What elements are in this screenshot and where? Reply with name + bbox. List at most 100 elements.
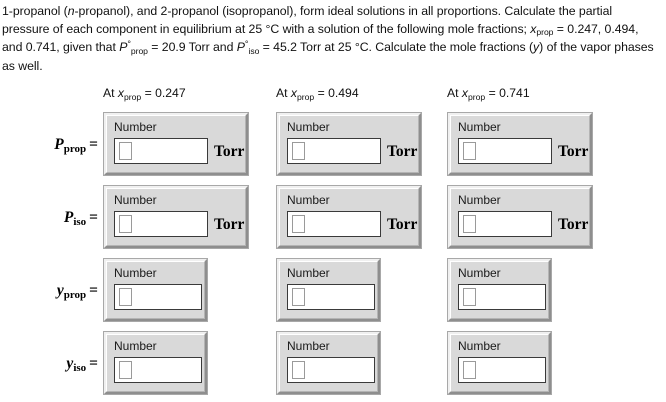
field-group-bevel: Number [450,261,549,319]
field-group-r3-c0: Number [104,332,207,394]
field-group-bevel: Number [106,261,205,319]
text-cursor-icon [119,288,132,306]
field-type-label: Number [287,339,330,353]
problem-text-part: = 45.2 Torr at 25 °C. Calculate the mole… [259,40,534,55]
row-label-p-iso: Piso= [0,209,98,229]
problem-text-part: = 0.247, 0.494, and 0.741, given that [2,21,639,55]
column-header-prefix: At [447,86,462,100]
text-cursor-icon [292,215,305,233]
field-type-label: Number [114,193,157,207]
field-group-bevel: Number [279,261,378,319]
field-type-label: Number [287,193,330,207]
text-cursor-icon [292,142,305,160]
column-header-value: 0.741 [499,86,530,100]
field-type-label: Number [114,120,157,134]
subscript-prop: prop [130,45,148,56]
field-group-bevel: Number [450,334,549,392]
problem-text-part: -propanol), and 2-propanol (isopropanol)… [2,4,613,36]
row-label-equals: = [89,136,98,153]
column-header-subscript: prop [124,91,142,102]
problem-italic-n: n [67,4,75,18]
column-header-prefix: At [276,86,291,100]
answer-input-r3-c2[interactable] [458,357,546,383]
text-cursor-icon [463,215,476,233]
row-label-subscript: prop [63,289,87,302]
field-group-r3-c2: Number [448,332,551,394]
field-group-r2-c2: Number [448,259,551,321]
column-header-prefix: At [103,86,118,100]
column-header-value: 0.247 [155,86,186,100]
field-type-label: Number [114,339,157,353]
text-cursor-icon [463,361,476,379]
text-cursor-icon [463,288,476,306]
field-group-r3-c1: Number [277,332,380,394]
row-label-y-prop: yprop= [0,282,98,302]
subscript-prop: prop [536,27,554,38]
answer-input-r2-c1[interactable] [287,284,375,310]
column-header-variable: x [290,86,297,100]
field-type-label: Number [287,120,330,134]
text-cursor-icon [463,142,476,160]
degree-symbol: ° [127,39,131,50]
row-label-y-iso: yiso= [0,355,98,374]
column-header-variable: x [117,86,124,100]
field-type-label: Number [287,266,330,280]
unit-label-torr: Torr [214,216,245,233]
variable-p-iso: P [236,40,245,55]
unit-label-torr: Torr [387,143,418,160]
column-header-0: At xprop = 0.247 [103,86,186,102]
column-header-1: At xprop = 0.494 [276,86,359,102]
variable-p-prop: P [119,40,128,55]
column-header-equals: = [485,86,500,100]
row-label-subscript: iso [73,216,87,229]
column-header-subscript: prop [468,91,486,102]
row-label-variable: y [56,282,64,299]
degree-symbol: ° [244,39,249,50]
unit-label-torr: Torr [214,143,245,160]
column-header-variable: x [461,86,468,100]
field-group-r2-c0: Number [104,259,207,321]
answer-input-r1-c0[interactable] [114,211,208,237]
row-label-variable: P [54,136,64,153]
row-label-equals: = [89,355,98,372]
text-cursor-icon [292,288,305,306]
answer-input-r1-c2[interactable] [458,211,552,237]
text-cursor-icon [119,215,132,233]
field-group-bevel: Number [106,334,205,392]
variable-x: x [530,21,537,36]
column-header-2: At xprop = 0.741 [447,86,530,102]
row-label-equals: = [89,282,98,299]
subscript-iso: iso [248,45,260,56]
answer-input-r0-c0[interactable] [114,138,208,164]
text-cursor-icon [119,142,132,160]
row-label-p-prop: Pprop= [0,136,98,155]
row-label-equals: = [89,209,98,226]
variable-y: y [533,40,540,55]
row-label-variable: P [63,209,74,226]
answer-input-r1-c1[interactable] [287,211,381,237]
column-header-equals: = [314,86,329,100]
answer-input-r3-c0[interactable] [114,357,202,383]
problem-text-part: 1-propanol ( [2,4,68,18]
answer-input-r0-c1[interactable] [287,138,381,164]
answer-input-r2-c0[interactable] [114,284,202,310]
field-group-bevel: Number [279,334,378,392]
column-header-value: 0.494 [328,86,359,100]
answer-input-r3-c1[interactable] [287,357,375,383]
problem-text-part: ) of the vapor phases as well. [2,40,654,73]
field-type-label: Number [458,339,501,353]
answer-input-r2-c2[interactable] [458,284,546,310]
answer-input-r0-c2[interactable] [458,138,552,164]
field-type-label: Number [458,266,501,280]
problem-statement: 1-propanol (n-propanol), and 2-propanol … [2,3,662,75]
